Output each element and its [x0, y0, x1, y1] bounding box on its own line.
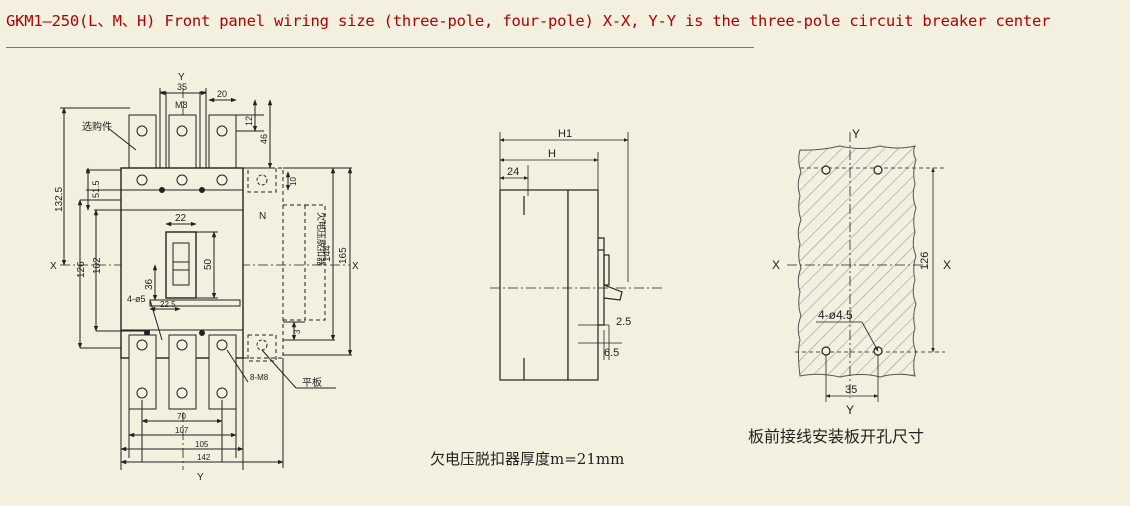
- dim-144: 144: [322, 245, 333, 262]
- dim-46: 46: [259, 134, 269, 144]
- title-rule: [6, 47, 754, 48]
- dim-handle-height: 50: [203, 258, 214, 270]
- side-dim-h1: H1: [558, 128, 572, 140]
- side-dim-2-5: 2.5: [616, 316, 631, 328]
- holes-label: 4-ø5: [127, 294, 146, 304]
- front-axis-y-bottom: Y: [197, 472, 204, 483]
- panel-axis-y-bottom: Y: [846, 403, 854, 417]
- panel-spacing-horizontal: 35: [845, 384, 857, 396]
- dim-126: 126: [76, 261, 87, 278]
- rear-terminal-label: 平板: [302, 376, 322, 389]
- undervoltage-label: 欠电压脱扣器: [316, 212, 327, 266]
- side-view: [490, 132, 664, 381]
- dim-12: 12: [244, 116, 254, 126]
- front-view-labels: Y Y X X 选购件 N 欠电压脱扣器 平板 M8 8-M8 4-ø5 35 …: [50, 72, 359, 483]
- front-view: [60, 88, 353, 470]
- dim-165: 165: [338, 247, 349, 264]
- dim-handle-width: 22: [175, 213, 187, 224]
- panel-axis-x-right: X: [943, 258, 951, 272]
- panel-holes-label: 4-ø4.5: [818, 308, 853, 322]
- panel-axis-y-top: Y: [852, 127, 860, 141]
- dim-105: 105: [195, 440, 209, 449]
- page-title: GKM1—250(L、M、H) Front panel wiring size …: [6, 12, 1051, 30]
- panel-axis-x-left: X: [772, 258, 780, 272]
- dim-107: 107: [175, 426, 189, 435]
- dim-10: 10: [289, 177, 298, 186]
- screw-bottom-label: 8-M8: [250, 373, 269, 382]
- panel-spacing-vertical: 126: [919, 252, 931, 270]
- side-dim-6-5: 6.5: [604, 347, 619, 359]
- dim-102: 102: [92, 257, 103, 274]
- dim-51-5: 51.5: [91, 180, 101, 198]
- side-dim-24: 24: [507, 166, 519, 178]
- dim-36: 36: [144, 278, 155, 290]
- screw-top-label: M8: [175, 100, 188, 110]
- side-dim-h: H: [548, 148, 556, 160]
- panel-view: [787, 132, 945, 402]
- front-axis-y-top: Y: [178, 72, 185, 83]
- panel-view-labels: Y Y X X 4-ø4.5 35 126: [772, 127, 951, 417]
- panel-view-caption: 板前接线安装板开孔尺寸: [748, 427, 925, 446]
- side-view-labels: H1 H 24 2.5 6.5: [507, 128, 631, 359]
- dim-terminal-width: 20: [217, 89, 227, 99]
- front-axis-x-right: X: [352, 261, 359, 272]
- dim-22-5: 22.5: [160, 300, 176, 309]
- dim-132-5: 132.5: [54, 187, 65, 212]
- optional-part-label: 选购件: [82, 120, 112, 133]
- dim-142: 142: [197, 453, 211, 462]
- side-view-caption: 欠电压脱扣器厚度m=21mm: [430, 450, 625, 468]
- dim-70: 70: [177, 412, 186, 421]
- dim-3: 3: [293, 329, 302, 334]
- dim-pitch: 35: [177, 82, 187, 92]
- front-axis-x-left: X: [50, 261, 57, 272]
- neutral-label: N: [259, 211, 266, 222]
